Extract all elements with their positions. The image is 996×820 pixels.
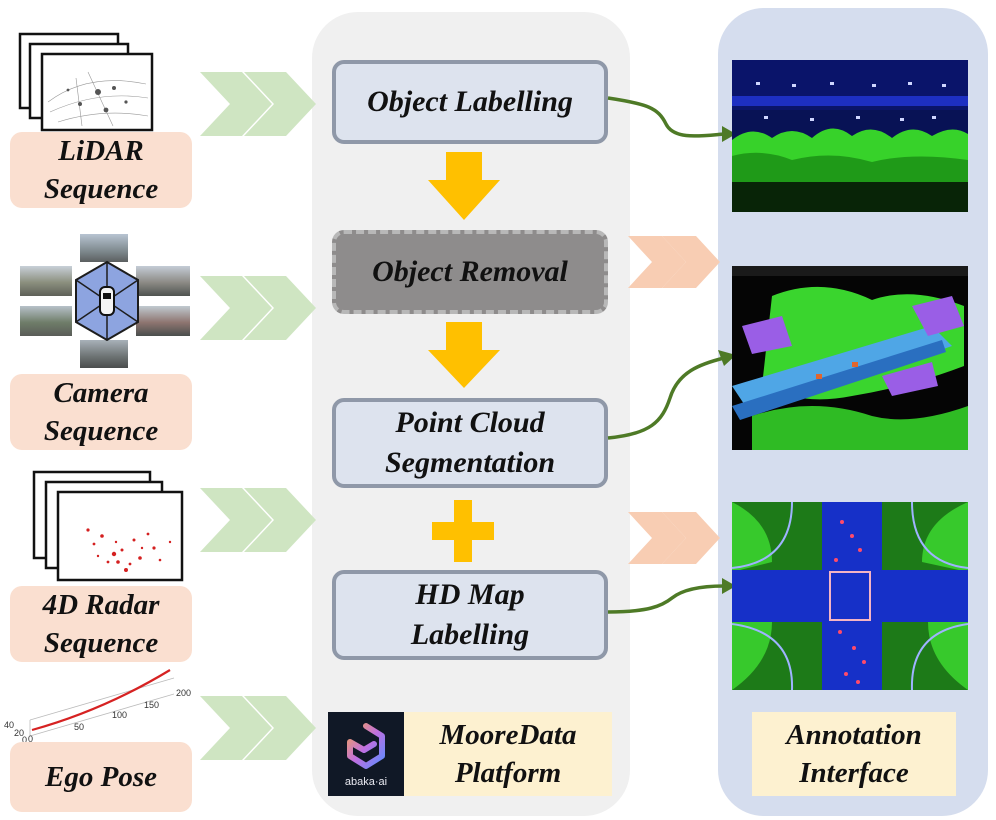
- hd-map-label-line2: Labelling: [410, 618, 530, 651]
- ego-tick-x1: 50: [74, 722, 84, 732]
- hd-map-labelling-step: HD Map Labelling: [332, 570, 608, 660]
- lidar-label-line2: Sequence: [43, 173, 159, 205]
- camera-rig-image: [14, 232, 198, 374]
- curve-arrow-segmentation: [607, 350, 736, 440]
- ego-label-line1: Ego Pose: [45, 761, 157, 793]
- camera-view-rear-left: [20, 306, 72, 336]
- annotation-interface-line2: Interface: [799, 757, 909, 789]
- down-arrow-2: [428, 322, 500, 388]
- lidar-labelling-render: [732, 60, 968, 212]
- point-cloud-label-line1: Point Cloud: [395, 406, 545, 439]
- camera-view-rear: [80, 340, 128, 368]
- vehicle-hexagon: [75, 260, 139, 342]
- camera-label-line1: Camera: [53, 377, 149, 409]
- object-removal-step: Object Removal: [332, 230, 608, 314]
- chevrons-radar: [200, 488, 316, 552]
- point-cloud-label-line2: Segmentation: [384, 446, 556, 479]
- lidar-frames-image: [18, 32, 154, 132]
- chevrons-map-output: [628, 512, 720, 564]
- camera-view-front: [80, 234, 128, 262]
- down-arrow-1: [428, 152, 500, 220]
- chevrons-ego-pose: [200, 696, 316, 760]
- platform-name-line2: Platform: [454, 757, 562, 789]
- curve-arrow-labelling: [607, 96, 736, 142]
- camera-sequence-label: Camera Sequence: [10, 374, 192, 450]
- ego-tick-y2: 0: [22, 735, 27, 745]
- ego-tick-x0: 0: [28, 734, 33, 744]
- point-cloud-segmentation-step: Point Cloud Segmentation: [332, 398, 608, 488]
- ego-tick-y1: 20: [14, 728, 24, 738]
- annotation-thumb-segmentation: [732, 266, 968, 450]
- ego-tick-x4: 200: [176, 688, 191, 698]
- hdmap-render: [732, 502, 968, 690]
- radar-label-line1: 4D Radar: [42, 589, 160, 621]
- chevrons-lidar: [200, 72, 316, 136]
- ego-tick-x2: 100: [112, 710, 127, 720]
- abaka-logo-mark: [347, 723, 385, 769]
- ego-tick-y0: 40: [4, 720, 14, 730]
- camera-label-line2: Sequence: [43, 415, 159, 447]
- hd-map-label-line1: HD Map: [415, 578, 525, 611]
- plus-icon: [432, 500, 494, 562]
- camera-view-rear-right: [136, 306, 190, 336]
- platform-name-line1: MooreData: [439, 719, 577, 751]
- radar-sequence-label: 4D Radar Sequence: [10, 586, 192, 662]
- segmentation-render: [732, 266, 968, 450]
- object-labelling-label: Object Labelling: [367, 85, 573, 118]
- abaka-logo-text: abaka·ai: [344, 776, 388, 788]
- curve-arrow-hdmap: [607, 578, 736, 614]
- annotation-interface-box: Annotation Interface: [752, 712, 956, 796]
- object-removal-label: Object Removal: [372, 255, 568, 288]
- object-labelling-step: Object Labelling: [332, 60, 608, 144]
- chevrons-camera: [200, 276, 316, 340]
- abaka-logo: abaka·ai: [328, 712, 404, 796]
- camera-view-front-right: [136, 266, 190, 296]
- lidar-sequence-label: LiDAR Sequence: [10, 132, 192, 208]
- annotation-thumb-lidar-labelling: [732, 60, 968, 212]
- platform-name-box: MooreData Platform: [404, 712, 612, 796]
- radar-frames-image: [32, 470, 184, 582]
- lidar-label-line1: LiDAR: [58, 135, 144, 167]
- ego-pose-label: Ego Pose: [10, 742, 192, 812]
- ego-tick-x3: 150: [144, 700, 159, 710]
- ego-pose-plot: 0 50 100 150 200 40 20 0: [4, 669, 191, 745]
- annotation-thumb-hdmap: [732, 502, 968, 690]
- radar-label-line2: Sequence: [43, 627, 159, 659]
- annotation-interface-line1: Annotation: [786, 719, 922, 751]
- chevrons-removal-output: [628, 236, 720, 288]
- camera-view-front-left: [20, 266, 72, 296]
